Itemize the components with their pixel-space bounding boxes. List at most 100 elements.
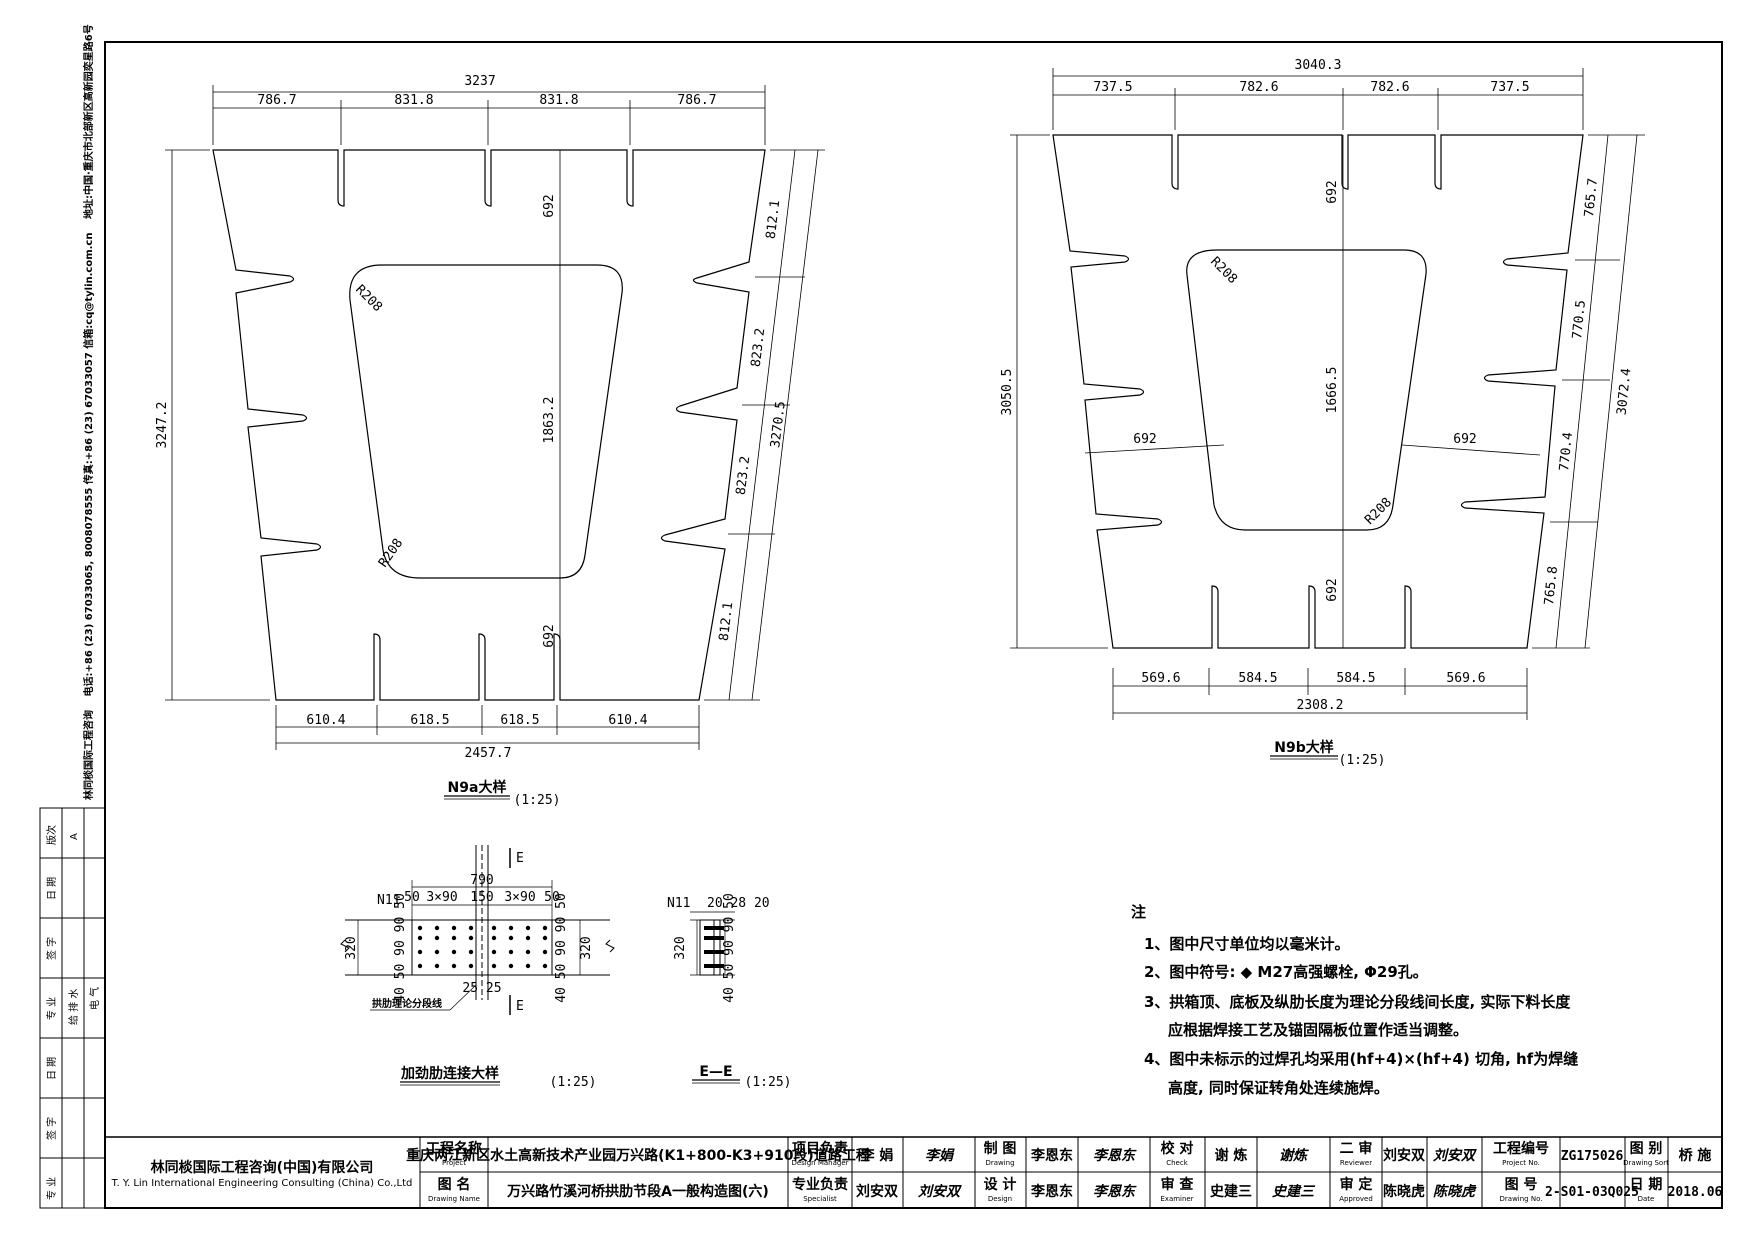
bolt-mark (468, 949, 474, 955)
svg-text:3×90: 3×90 (504, 890, 535, 905)
svg-text:812.1: 812.1 (764, 199, 784, 240)
ee-bolts (704, 926, 724, 968)
project-name: 重庆两江新区水土高新技术产业园万兴路(K1+800-K3+910段)道路工程 (406, 1147, 870, 1164)
n9a-outline (212, 149, 766, 701)
bolt-mark (542, 963, 548, 969)
svg-text:Project No.: Project No. (1502, 1159, 1540, 1167)
svg-text:610.4: 610.4 (306, 713, 345, 728)
svg-text:831.8: 831.8 (394, 93, 433, 108)
svg-text:(1:25): (1:25) (1339, 753, 1386, 768)
company-name-cn: 林同棪国际工程咨询(中国)有限公司 (151, 1159, 374, 1176)
drawing-name: 万兴路竹溪河桥拱肋节段A一般构造图(六) (506, 1183, 769, 1200)
svg-text:2018.06: 2018.06 (1668, 1185, 1723, 1200)
svg-text:专业负责: 专业负责 (792, 1176, 848, 1193)
svg-text:831.8: 831.8 (539, 93, 578, 108)
svg-text:1、图中尺寸单位均以毫米计。: 1、图中尺寸单位均以毫米计。 (1144, 935, 1349, 953)
n9a-opening (349, 264, 623, 579)
svg-text:注: 注 (1131, 903, 1146, 921)
svg-text:日 期: 日 期 (46, 1057, 58, 1080)
svg-text:工程编号: 工程编号 (1493, 1140, 1549, 1157)
svg-text:1666.5: 1666.5 (1325, 367, 1340, 414)
signature: 史建三 (1272, 1183, 1316, 1200)
signature: 李恩东 (1093, 1147, 1137, 1164)
bolt-mark (508, 935, 514, 941)
svg-text:N9b大样: N9b大样 (1274, 739, 1333, 756)
svg-text:50: 50 (544, 890, 560, 905)
svg-text:拱肋理论分段线: 拱肋理论分段线 (372, 997, 442, 1010)
bolt-mark (491, 963, 497, 969)
revision-strip: 版次 A 日 期 签 字 专 业 给 排 水 电 气 日 期 签 字 专 业 (40, 808, 105, 1208)
signature: 谢炼 (1279, 1147, 1310, 1164)
svg-text:(1:25): (1:25) (514, 793, 561, 808)
svg-text:签 字: 签 字 (45, 937, 58, 960)
svg-text:E—E: E—E (699, 1064, 732, 1080)
bolt-section-mark (704, 950, 724, 954)
svg-text:823.2: 823.2 (734, 455, 754, 496)
rib-bolts (417, 925, 548, 969)
svg-text:823.2: 823.2 (749, 327, 769, 368)
svg-text:电 气: 电 气 (88, 987, 101, 1010)
svg-text:图 名: 图 名 (438, 1176, 471, 1193)
signature: 李娟 (925, 1147, 955, 1164)
svg-text:陈晓虎: 陈晓虎 (1383, 1183, 1425, 1200)
bolt-mark (508, 963, 514, 969)
svg-text:刘安双: 刘安双 (1383, 1147, 1425, 1164)
bolt-mark (468, 925, 474, 931)
svg-text:3270.5: 3270.5 (768, 400, 789, 448)
svg-text:图 号: 图 号 (1505, 1177, 1538, 1193)
bolt-mark (434, 949, 440, 955)
svg-text:Examiner: Examiner (1160, 1195, 1193, 1203)
svg-text:史建三: 史建三 (1210, 1183, 1252, 1200)
svg-text:3237: 3237 (464, 74, 495, 89)
svg-text:786.7: 786.7 (677, 93, 716, 108)
svg-text:4、图中未标示的过焊孔均采用(hf+4)×(hf+4) 切角: 4、图中未标示的过焊孔均采用(hf+4)×(hf+4) 切角, hf为焊缝 (1144, 1050, 1578, 1068)
svg-text:项目负责: 项目负责 (792, 1140, 848, 1157)
svg-text:765.7: 765.7 (1582, 177, 1601, 217)
section-ee-text: N11 20 28 20 320 40 50 90 90 50 E—E (1:2… (667, 893, 791, 1090)
bolt-mark (468, 935, 474, 941)
svg-text:737.5: 737.5 (1490, 80, 1529, 95)
svg-text:737.5: 737.5 (1093, 80, 1132, 95)
svg-text:782.6: 782.6 (1370, 80, 1409, 95)
svg-text:R208: R208 (352, 282, 385, 315)
svg-text:3247.2: 3247.2 (155, 402, 170, 449)
bolt-mark (508, 949, 514, 955)
svg-text:Project: Project (442, 1159, 466, 1167)
signature: 李恩东 (1093, 1183, 1137, 1200)
svg-text:N11: N11 (667, 896, 690, 911)
svg-text:Drawing Sort: Drawing Sort (1623, 1159, 1669, 1167)
svg-text:320: 320 (344, 936, 359, 959)
svg-text:692: 692 (542, 194, 557, 217)
svg-text:692: 692 (1453, 432, 1476, 447)
bolt-mark (451, 949, 457, 955)
bolt-mark (542, 949, 548, 955)
svg-text:3×90: 3×90 (426, 890, 457, 905)
svg-text:李恩东: 李恩东 (1030, 1183, 1073, 1200)
svg-text:2457.7: 2457.7 (465, 746, 512, 761)
revision-box (39, 807, 106, 1209)
svg-text:李恩东: 李恩东 (1030, 1147, 1073, 1164)
bolt-mark (417, 949, 423, 955)
bolt-mark (525, 925, 531, 931)
svg-text:R208: R208 (376, 536, 406, 570)
bolt-mark (417, 925, 423, 931)
bolt-section-mark (704, 936, 724, 940)
svg-text:618.5: 618.5 (500, 713, 539, 728)
bolt-mark (491, 925, 497, 931)
svg-text:692: 692 (1325, 180, 1340, 203)
svg-text:Drawing: Drawing (985, 1159, 1014, 1167)
svg-text:图 别: 图 别 (1630, 1141, 1663, 1157)
svg-text:日 期: 日 期 (46, 877, 58, 900)
svg-text:E: E (516, 851, 524, 866)
bolt-mark (491, 935, 497, 941)
svg-text:Date: Date (1638, 1195, 1655, 1203)
bolt-mark (417, 963, 423, 969)
svg-text:审 查: 审 查 (1161, 1176, 1195, 1193)
signature: 陈晓虎 (1433, 1183, 1477, 1200)
svg-text:569.6: 569.6 (1446, 671, 1485, 686)
svg-text:3072.4: 3072.4 (1615, 367, 1635, 415)
drawing-frame (104, 41, 1723, 1209)
svg-text:Design: Design (988, 1195, 1012, 1203)
bolt-mark (451, 935, 457, 941)
svg-text:Approved: Approved (1339, 1195, 1373, 1203)
